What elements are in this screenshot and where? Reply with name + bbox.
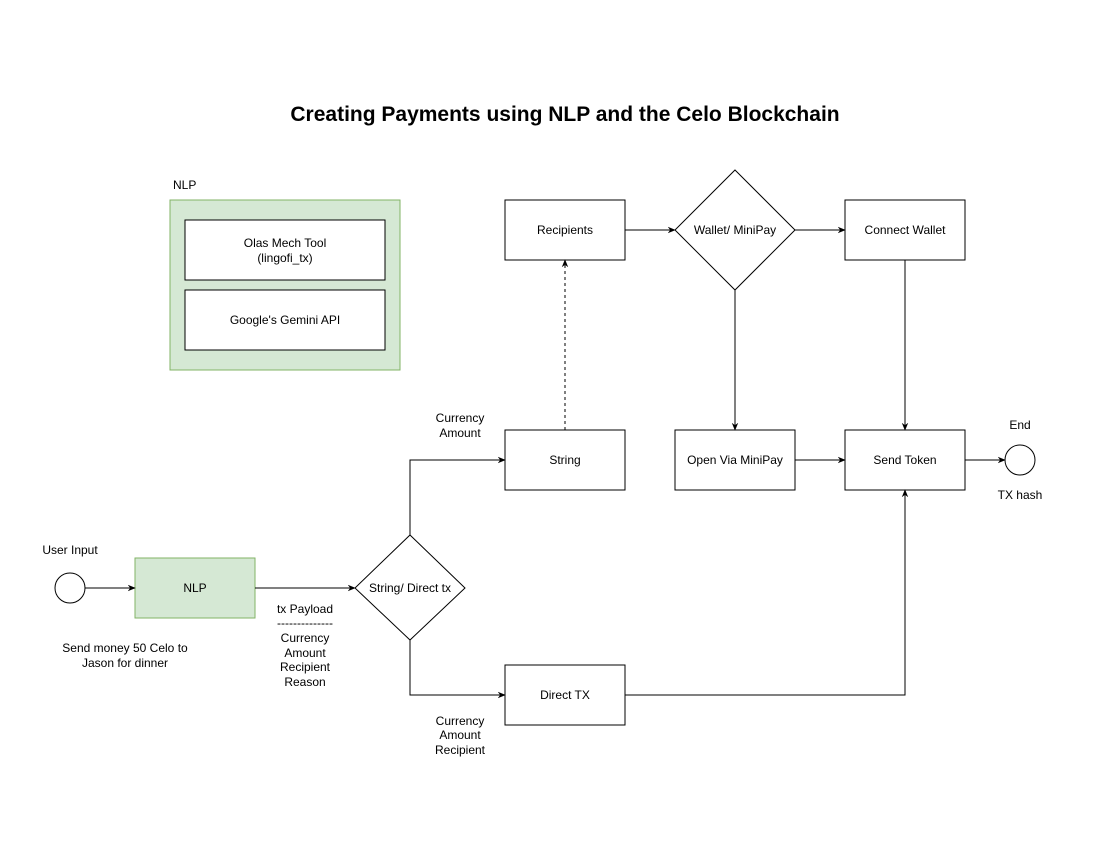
user-input-label: User Input [42, 543, 98, 557]
end-node [1004, 444, 1036, 476]
string-label: String [549, 453, 580, 467]
string-direct-decision-label: String/ Direct tx [369, 581, 451, 595]
to-string-label-amount: Amount [439, 426, 481, 440]
end-label: End [1009, 418, 1030, 432]
nlp-process-box [134, 557, 256, 619]
payload-label-amount: Amount [284, 646, 326, 660]
payload-label-title: tx Payload [277, 602, 333, 616]
diagram-title: Creating Payments using NLP and the Celo… [290, 103, 839, 126]
payload-label-reason: Reason [284, 675, 325, 689]
user-input-caption-line-2: Jason for dinner [82, 656, 168, 670]
payload-label-divider: -------------- [277, 616, 333, 630]
send-token-box [844, 429, 966, 491]
to-string-label-currency: Currency [436, 411, 485, 425]
to-direct-label-recipient: Recipient [435, 743, 486, 757]
olas-mech-tool-label: Olas Mech Tool [244, 236, 326, 250]
gemini-api-label: Google's Gemini API [230, 313, 340, 327]
edge-decision-to-string [409, 456, 506, 535]
connect-wallet-label: Connect Wallet [865, 223, 947, 237]
gemini-api-box [184, 289, 386, 351]
open-minipay-label: Open Via MiniPay [687, 453, 783, 467]
edge-decision-to-direct-tx [409, 640, 506, 699]
start-node [54, 572, 86, 604]
payload-label-currency: Currency [281, 631, 330, 645]
edge-direct-to-send [625, 489, 909, 696]
to-direct-label-currency: Currency [436, 714, 485, 728]
olas-mech-tool-box [184, 219, 386, 281]
direct-tx-label: Direct TX [540, 688, 590, 702]
wallet-minipay-decision-label: Wallet/ MiniPay [694, 223, 776, 237]
end-caption: TX hash [998, 488, 1043, 502]
olas-mech-tool-sublabel: (lingofi_tx) [257, 251, 312, 265]
nlp-process-label: NLP [183, 581, 206, 595]
nlp-group-label: NLP [173, 178, 196, 192]
connect-wallet-box [844, 199, 966, 261]
to-direct-label-amount: Amount [439, 728, 481, 742]
user-input-caption-line-1: Send money 50 Celo to [62, 641, 188, 655]
payload-label-recipient: Recipient [280, 660, 331, 674]
send-token-label: Send Token [873, 453, 936, 467]
recipients-label: Recipients [537, 223, 593, 237]
recipients-box [504, 199, 626, 261]
